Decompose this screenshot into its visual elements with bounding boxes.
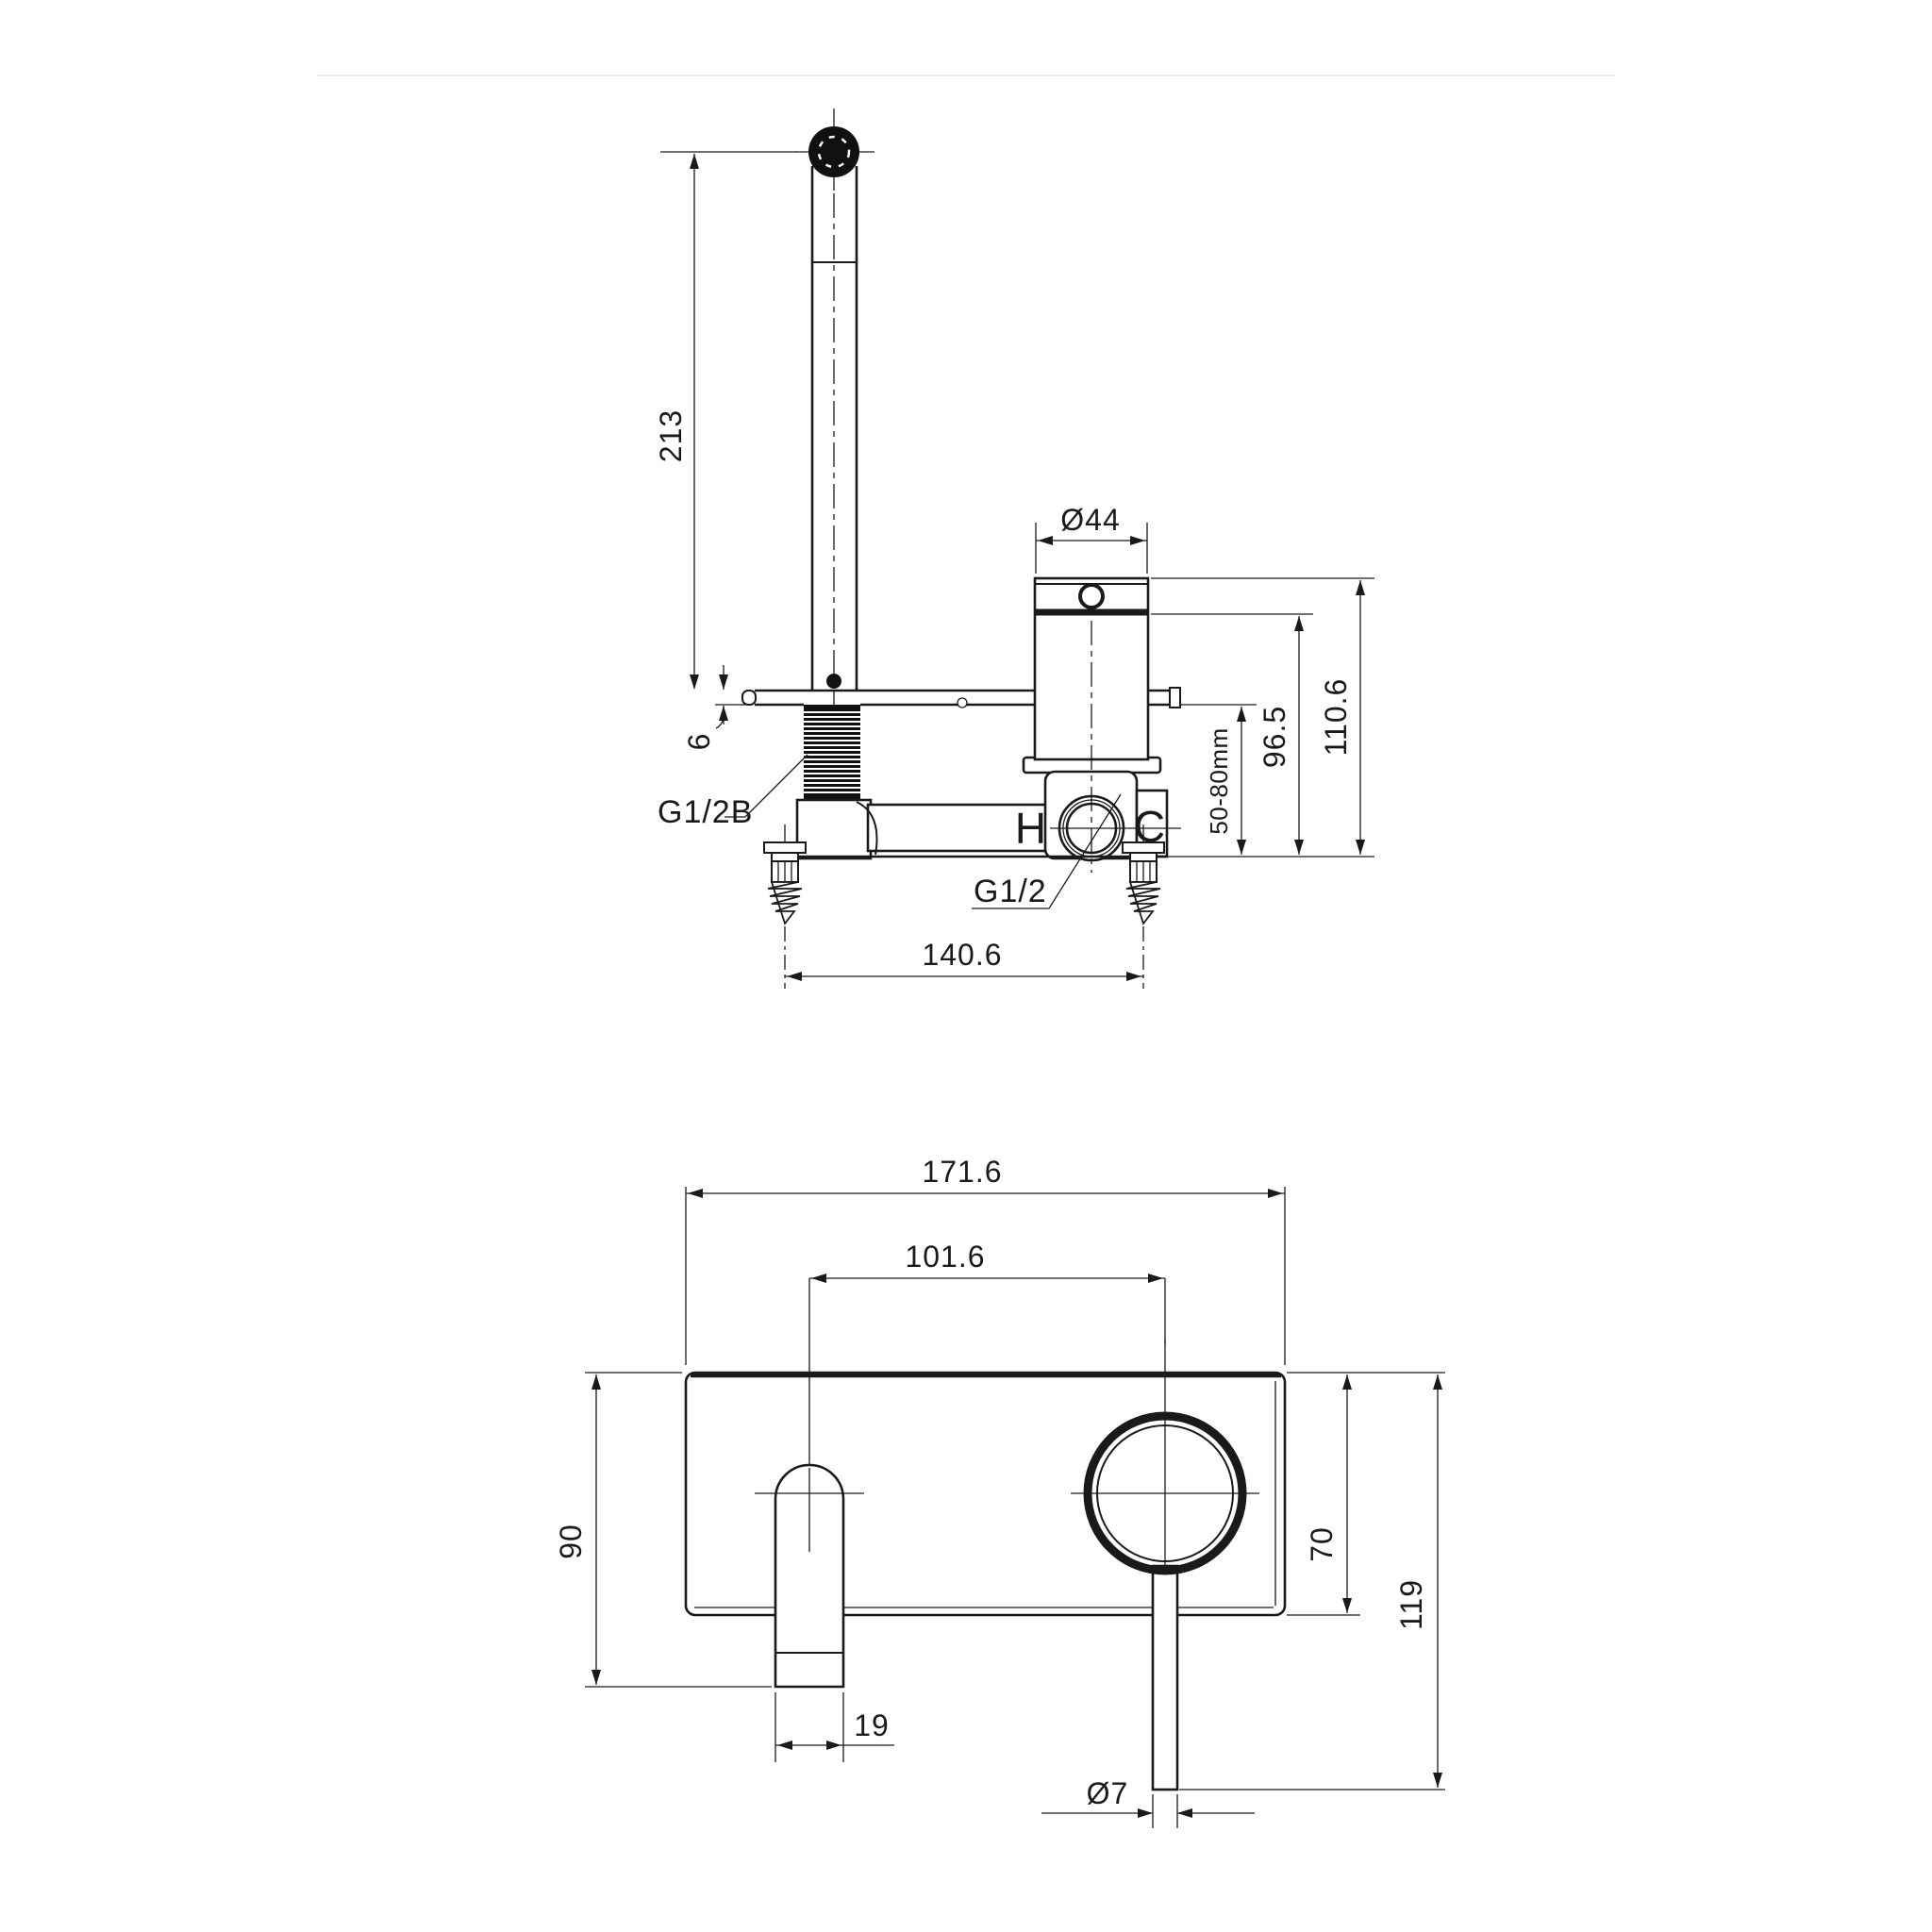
mounting-screw-right [1122, 824, 1165, 989]
dim-overall-depth-text: 110.6 [1319, 678, 1353, 757]
label-cold: C [1134, 802, 1166, 851]
dim-plate-width-text: 171.6 [922, 1155, 1002, 1189]
dim-screw-spacing: 140.6 [785, 938, 1143, 981]
label-inlet-thread-text: G1/2B [658, 794, 753, 830]
label-hot: H [1015, 804, 1047, 853]
front-view: 171.6 101.6 90 70 [554, 1155, 1445, 1828]
dim-body-depth-text: 96.5 [1257, 706, 1291, 768]
dim-spout-drop: 90 [554, 1372, 772, 1688]
dim-handle-diameter: Ø44 [1035, 503, 1148, 574]
label-inlet-thread: G1/2B [658, 754, 808, 830]
dim-lever-diameter-text: Ø7 [1087, 1776, 1129, 1810]
dim-lever-diameter: Ø7 [1041, 1776, 1255, 1828]
handle-lever [1151, 1564, 1179, 1791]
spout-set-screw [826, 674, 841, 689]
dim-overall-height-text: 119 [1394, 1579, 1428, 1630]
dim-body-depth: 96.5 [1151, 613, 1313, 855]
spout-front [755, 1463, 864, 1689]
dim-overall-height: 119 [1179, 1374, 1445, 1790]
dim-plate-height: 70 [1287, 1372, 1445, 1616]
dim-plate-thickness-text: 6 [682, 733, 716, 751]
handle-side [1033, 576, 1150, 873]
dim-plate-thickness: 6 [682, 665, 745, 750]
wall-plate-side [741, 687, 1181, 708]
dim-handle-diameter-text: Ø44 [1060, 503, 1120, 537]
spout-end-cap [808, 126, 859, 177]
dim-spout-outlet: 19 [774, 1692, 894, 1762]
valve-body [795, 756, 1181, 862]
handle-front [1071, 1340, 1259, 1791]
label-outlet-thread-text: G1/2 [974, 874, 1047, 909]
handle-screw-hole [1078, 583, 1105, 609]
dim-screw-spacing-text: 140.6 [922, 938, 1002, 972]
dim-spout-length: 213 [654, 154, 699, 690]
side-view: 213 6 Ø44 110.6 [654, 108, 1374, 989]
dim-spout-outlet-text: 19 [854, 1708, 890, 1742]
mounting-screw-left [763, 824, 807, 989]
dim-centre-distance: 101.6 [808, 1240, 1166, 1464]
dim-wall-range-text: 50-80mm [1205, 727, 1233, 834]
dim-plate-width: 171.6 [685, 1155, 1286, 1365]
inlet-thread [804, 705, 860, 800]
dim-spout-length-text: 213 [654, 409, 688, 462]
label-outlet-thread: G1/2 [972, 793, 1122, 909]
dim-spout-drop-text: 90 [554, 1524, 588, 1559]
dim-wall-range: 50-80mm [1181, 704, 1257, 855]
dim-centre-distance-text: 101.6 [905, 1240, 985, 1274]
dim-plate-height-text: 70 [1305, 1526, 1339, 1562]
dim-overall-depth: 110.6 [1151, 577, 1374, 855]
